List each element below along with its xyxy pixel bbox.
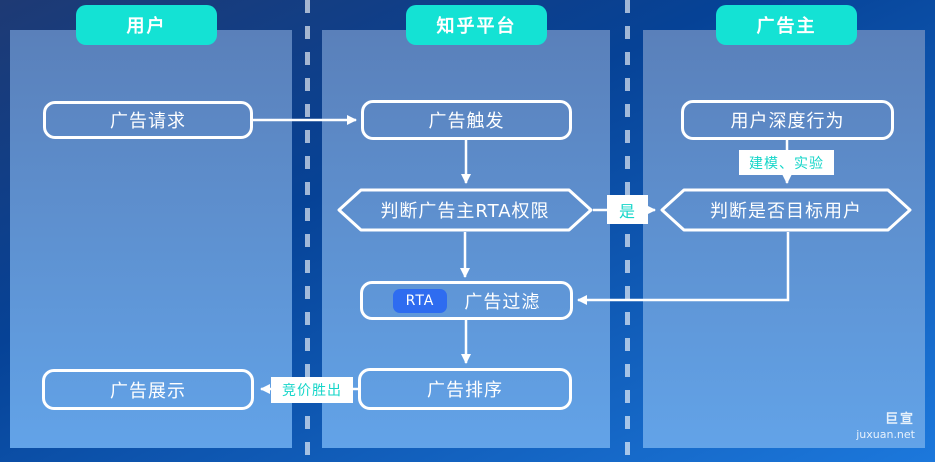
node-judge-target: 判断是否目标用户 bbox=[660, 188, 912, 232]
node-ad-display: 广告展示 bbox=[42, 369, 254, 410]
node-ad-rank: 广告排序 bbox=[358, 368, 572, 410]
lane-header-platform-label: 知乎平台 bbox=[436, 16, 517, 37]
node-ad-request-label: 广告请求 bbox=[110, 111, 186, 132]
lane-header-advertiser-label: 广告主 bbox=[756, 16, 817, 37]
node-ad-filter: RTA 广告过滤 bbox=[360, 281, 573, 320]
lane-divider-dashed-left bbox=[305, 0, 310, 462]
node-ad-display-label: 广告展示 bbox=[110, 380, 186, 402]
node-judge-rta: 判断广告主RTA权限 bbox=[337, 188, 593, 232]
rta-badge: RTA bbox=[392, 288, 448, 313]
watermark-url: juxuan.net bbox=[856, 428, 915, 442]
lane-advertiser bbox=[643, 30, 925, 448]
hexagon-outline bbox=[337, 188, 593, 232]
lane-header-user-label: 用户 bbox=[126, 16, 167, 37]
node-ad-filter-label: 广告过滤 bbox=[464, 291, 541, 313]
node-user-behavior: 用户深度行为 bbox=[681, 100, 894, 140]
edge-label-modeling: 建模、实验 bbox=[739, 150, 834, 175]
node-judge-rta-label: 判断广告主RTA权限 bbox=[380, 201, 550, 222]
node-ad-trigger: 广告触发 bbox=[361, 100, 572, 140]
lane-header-user: 用户 bbox=[76, 5, 217, 45]
watermark-name: 巨宣 bbox=[884, 412, 915, 427]
node-ad-request: 广告请求 bbox=[43, 101, 253, 139]
lane-divider-dashed-right bbox=[625, 0, 630, 462]
edge-label-bid-win: 竞价胜出 bbox=[271, 377, 353, 403]
watermark: 巨宣 juxuan.net bbox=[856, 412, 915, 442]
lane-header-advertiser: 广告主 bbox=[716, 5, 857, 45]
node-ad-trigger-label: 广告触发 bbox=[428, 111, 505, 132]
node-judge-target-label: 判断是否目标用户 bbox=[710, 201, 862, 222]
node-user-behavior-label: 用户深度行为 bbox=[730, 111, 845, 132]
hexagon-outline bbox=[660, 188, 912, 232]
node-ad-rank-label: 广告排序 bbox=[427, 380, 503, 401]
edge-label-yes: 是 bbox=[607, 195, 648, 224]
lane-header-platform: 知乎平台 bbox=[406, 5, 547, 45]
